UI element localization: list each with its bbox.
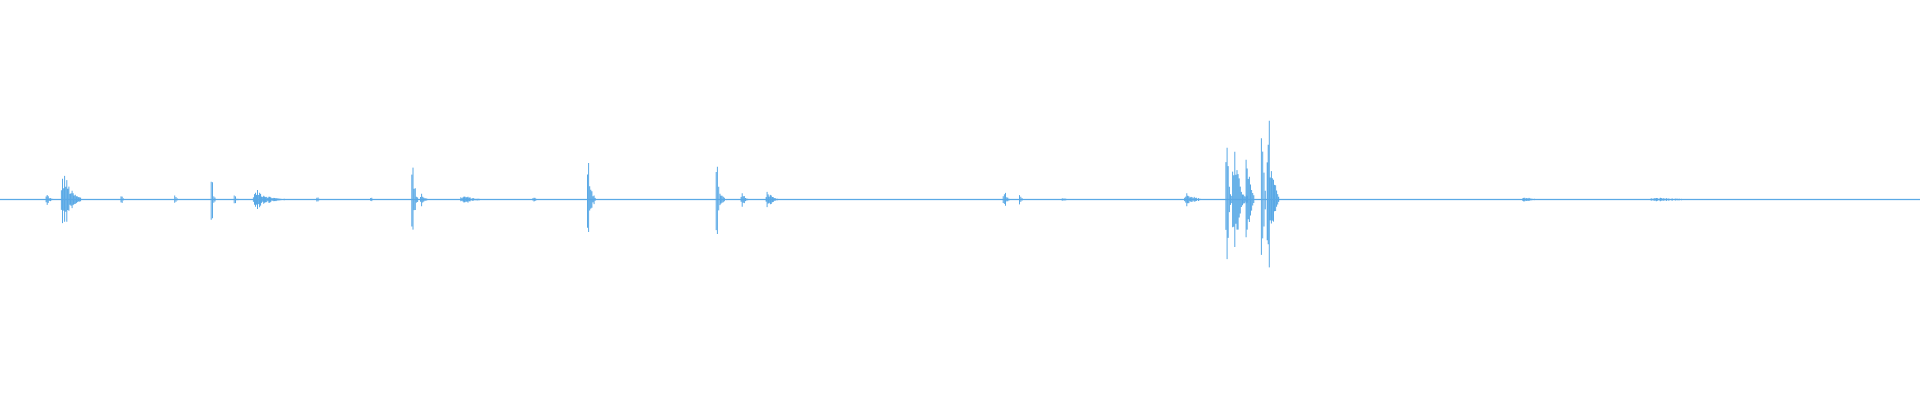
waveform-burst <box>1522 197 1543 202</box>
waveform-burst <box>532 197 540 202</box>
waveform-burst <box>411 167 419 230</box>
waveform-burst <box>210 181 216 220</box>
waveform-burst <box>60 175 82 224</box>
waveform-burst <box>715 166 721 234</box>
waveform-burst <box>720 195 728 204</box>
waveform-burst <box>1002 192 1010 206</box>
waveform-burst <box>1184 193 1205 207</box>
waveform-burst <box>587 163 596 232</box>
waveform-burst <box>420 193 429 207</box>
waveform-burst <box>1266 120 1280 268</box>
waveform-burst <box>370 197 375 202</box>
waveform-burst <box>460 196 489 203</box>
waveform-burst <box>1019 195 1024 205</box>
waveform-burst <box>233 195 239 204</box>
waveform-burst <box>174 195 180 203</box>
waveform-burst <box>1245 159 1255 238</box>
waveform-burst <box>252 190 285 209</box>
waveform-burst <box>1260 138 1266 255</box>
waveform-burst <box>1061 198 1074 201</box>
waveform-burst <box>316 197 322 202</box>
waveform-bursts <box>45 120 1710 268</box>
waveform-burst <box>740 193 750 207</box>
waveform-burst <box>765 191 779 208</box>
waveform-burst <box>45 195 55 205</box>
waveform-burst <box>120 196 126 203</box>
waveform-burst <box>1225 147 1233 260</box>
waveform-burst <box>1650 197 1710 202</box>
